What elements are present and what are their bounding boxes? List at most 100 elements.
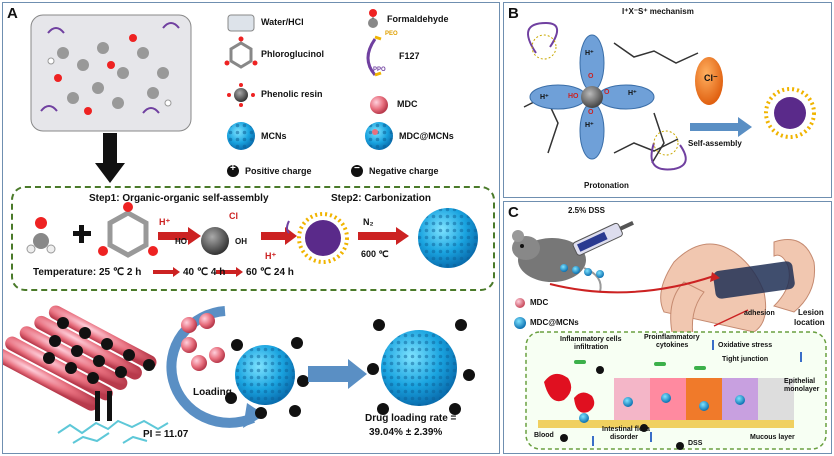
- result-arrow: [308, 359, 367, 389]
- oxidative-stress-label: Oxidative stress: [718, 342, 773, 349]
- mcn-product: [418, 208, 478, 268]
- temp-600-label: 600 ℃: [361, 249, 389, 259]
- molecule-cloud: [40, 22, 180, 115]
- self-assembly-label: Self-assembly: [688, 139, 742, 148]
- c-legend-mdc-mcns: MDC@MCNs: [530, 318, 579, 327]
- legend-phloroglucinol: Phloroglucinol: [261, 49, 324, 59]
- synthesis-steps-box: [11, 186, 495, 291]
- dss-concentration-label: 2.5% DSS: [568, 206, 605, 215]
- proinflammatory-label: Proinflammatory: [644, 334, 700, 341]
- negative-charge-symbol: −: [354, 163, 360, 174]
- plus-sign: [73, 225, 91, 243]
- b-o-top: O: [588, 73, 594, 80]
- legend-formaldehyde: Formaldehyde: [387, 14, 449, 24]
- infiltration-label: infiltration: [574, 344, 609, 351]
- assembled-micelle: [764, 87, 816, 139]
- mdc-legend-dot: [515, 298, 525, 308]
- mdc-crystal-array: [3, 305, 157, 411]
- legend-water-hcl: Water/HCl: [261, 17, 304, 27]
- cl-label: Cl: [229, 211, 238, 221]
- decrease-bars: [592, 340, 802, 446]
- adhesion-label: adhesion: [744, 310, 775, 317]
- formaldehyde-molecule: [26, 217, 56, 254]
- chloride-ion: [695, 57, 723, 105]
- carbonization-arrow: [358, 227, 409, 245]
- positive-charge-icon: [227, 165, 239, 177]
- panel-a: A: [2, 2, 500, 454]
- particle-stream: [560, 264, 604, 278]
- positive-charge-symbol: +: [230, 163, 236, 174]
- particles-in-tissue: [579, 393, 745, 423]
- peo-circles: [531, 34, 679, 156]
- b-h-right: H⁺: [628, 90, 637, 97]
- flora-rods: [574, 360, 706, 370]
- negative-charges-product: [367, 319, 475, 415]
- mcn-loading-sphere: [235, 345, 295, 405]
- phenolic-resin-particle: [201, 227, 229, 255]
- b-h-left: H⁺: [540, 94, 549, 101]
- panel-c: C: [503, 201, 832, 454]
- resin-oh: OH: [235, 237, 247, 246]
- temperature-step3: 60 ℃ 24 h: [246, 267, 294, 278]
- negative-charge-icon: [351, 165, 363, 177]
- b-h-bottom: H⁺: [585, 122, 594, 129]
- panel-c-graphics: [512, 220, 827, 450]
- epithelial-cells: [614, 378, 794, 420]
- mdc-structure: [57, 419, 169, 444]
- step1-label: Step1: Organic-organic self-assembly: [89, 193, 269, 204]
- drug-loading-rate-value: 39.04% ± 2.39%: [369, 427, 443, 438]
- legend-mdc-mcns: MDC@MCNs: [399, 131, 454, 141]
- dss-label: DSS: [688, 440, 703, 447]
- disorder-label: disorder: [610, 434, 639, 441]
- drug-loading-rate-label: Drug loading rate =: [365, 413, 457, 424]
- blood-cells: [544, 373, 595, 413]
- inflammatory-cells-label: Inflammatory cells: [560, 336, 622, 343]
- target-arrow: [549, 275, 715, 294]
- loading-label: Loading: [193, 387, 232, 398]
- legend-f127: F127: [399, 51, 420, 61]
- loading-cycle: [166, 306, 265, 428]
- panel-b-label: B: [508, 5, 519, 22]
- mechanism-label: I⁺X⁻S⁺ mechanism: [622, 7, 694, 16]
- legend-phenolic-resin: Phenolic resin: [261, 89, 323, 99]
- panel-a-graphics: [3, 9, 478, 444]
- phloroglucinol-icon: [224, 36, 258, 69]
- location-label: location: [794, 318, 825, 327]
- f127-small-icon: [286, 220, 290, 234]
- dss-particles: [560, 366, 684, 450]
- lesion-segment: [713, 261, 795, 299]
- panel-b: B I⁺X⁻S⁺ mechanism H⁺: [503, 2, 832, 198]
- down-arrow-shaft: [103, 133, 117, 165]
- legend-ppo: PPO: [373, 67, 386, 73]
- b-o-right: O: [604, 89, 610, 96]
- phenolic-resin-icon: [227, 83, 255, 107]
- down-arrow-head: [95, 163, 125, 183]
- protonation-label: Protonation: [584, 181, 629, 190]
- panel-a-label: A: [7, 5, 18, 22]
- formaldehyde-icon: [368, 9, 378, 28]
- mdc-icon: [370, 96, 388, 114]
- equals-bars: [95, 391, 112, 421]
- b-ho: HO: [568, 93, 579, 100]
- ppo-loops: [527, 21, 687, 171]
- phloroglucinol-molecule: [98, 202, 158, 258]
- colon-illustration: [660, 239, 816, 343]
- reaction-arrow-1: [158, 227, 201, 245]
- b-h-top: H⁺: [585, 50, 594, 57]
- h-plus-1: H⁺: [159, 217, 171, 227]
- dss-syringe: [572, 220, 634, 256]
- negative-charges-sphere: [225, 337, 309, 419]
- resin-ho: HO: [175, 237, 187, 246]
- mdc-mcns-icon: [365, 122, 393, 150]
- cytokines-label: cytokines: [656, 342, 689, 349]
- intestinal-flora-label: Intestinal flora: [602, 426, 650, 433]
- temp-arrow-2: [216, 267, 243, 277]
- mcns-icon: [227, 122, 255, 150]
- panel-b-graphics: [523, 21, 816, 171]
- temp-arrow-1: [153, 267, 180, 277]
- chloride-label: Cl⁻: [704, 73, 718, 83]
- lesion-label: Lesion: [798, 308, 824, 317]
- legend-peo: PEO: [385, 31, 398, 37]
- mucous-layer-band: [538, 420, 794, 428]
